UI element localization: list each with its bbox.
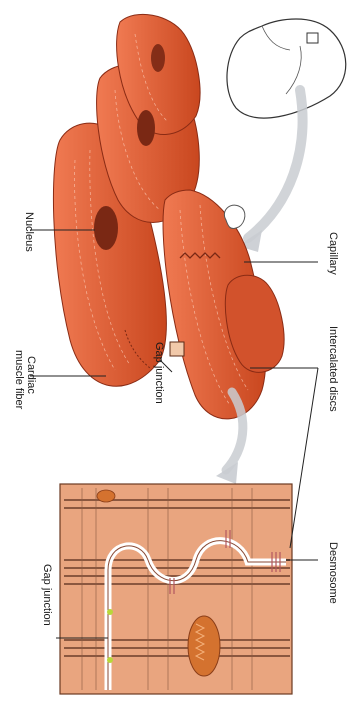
mitochondrion-shape	[188, 616, 220, 676]
heart-sample-box	[307, 33, 318, 43]
label-capillary: Capillary	[327, 232, 339, 275]
label-gap-junction-lower: Gap junction	[41, 564, 53, 626]
label-desmosome: Desmosome	[327, 542, 339, 604]
gap-junction-marker	[107, 609, 113, 615]
zoom-panel	[60, 484, 292, 694]
label-nucleus: Nucleus	[23, 212, 35, 252]
label-intercalated-discs: Intercalated discs	[327, 326, 339, 412]
label-cardiac-line2: muscle fiber	[13, 350, 25, 410]
label-gap-junction-upper: Gap junction	[153, 342, 165, 404]
heart-icon	[227, 19, 346, 118]
gap-junction-box	[170, 342, 184, 356]
nucleus-shape	[94, 206, 118, 250]
label-cardiac-line1: Cardiac	[25, 356, 37, 394]
